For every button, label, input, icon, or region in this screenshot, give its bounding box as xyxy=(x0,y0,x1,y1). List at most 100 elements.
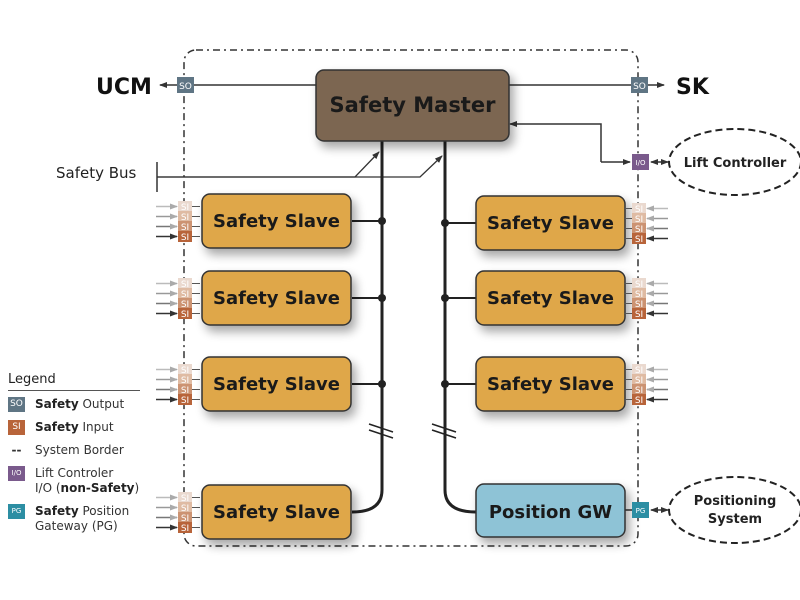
si-port xyxy=(178,492,192,503)
safety-slave-label: Safety Slave xyxy=(487,374,614,395)
sk-label: SK xyxy=(676,75,710,100)
svg-text:I/O: I/O xyxy=(636,159,646,167)
si-port xyxy=(632,203,646,214)
io-port: I/O xyxy=(632,154,649,170)
si-port-label: SI xyxy=(635,235,643,245)
legend-bold: Safety xyxy=(35,397,79,411)
si-port-label: SI xyxy=(181,524,189,534)
bus-break-left xyxy=(368,423,394,439)
si-port-label: SI xyxy=(181,280,189,290)
ucm-label: UCM xyxy=(96,75,152,100)
si-port-label: SI xyxy=(181,366,189,376)
legend-item-safety-input: SI Safety Input xyxy=(8,420,140,435)
si-port-label: SI xyxy=(181,300,189,310)
bus-trunk-right xyxy=(443,140,477,514)
legend-text: System Border xyxy=(35,443,124,457)
si-port xyxy=(178,364,192,375)
si-port xyxy=(632,213,646,224)
svg-text:SO: SO xyxy=(179,82,192,92)
si-port-label: SI xyxy=(635,225,643,235)
safety-bus-line-2 xyxy=(157,156,442,178)
positioning-system-label-1: Positioning xyxy=(694,494,777,509)
si-port xyxy=(178,278,192,289)
lift-io-icon: I/O xyxy=(8,466,25,481)
pg-port: PG xyxy=(632,502,649,518)
si-port xyxy=(632,384,646,395)
so-port-sk: SO xyxy=(631,77,648,93)
si-port-label: SI xyxy=(181,233,189,243)
si-port-label: SI xyxy=(181,504,189,514)
si-port-label: SI xyxy=(635,386,643,396)
position-gateway-icon: PG xyxy=(8,504,25,519)
si-port xyxy=(178,231,192,242)
bus-node xyxy=(441,380,449,388)
si-port-label: SI xyxy=(635,205,643,215)
safety-slave-right-1 xyxy=(475,195,626,251)
legend-item-safety-output: SO Safety Output xyxy=(8,397,140,412)
si-port-label: SI xyxy=(635,300,643,310)
bus-node xyxy=(378,380,386,388)
legend-text: Position xyxy=(78,504,130,518)
si-port xyxy=(178,211,192,222)
si-port xyxy=(178,394,192,405)
si-port-label: SI xyxy=(181,203,189,213)
safety-bus-label: Safety Bus xyxy=(56,164,137,182)
si-port xyxy=(178,288,192,299)
si-port-label: SI xyxy=(635,290,643,300)
legend-bold: non-Safety xyxy=(60,481,135,495)
position-gateway-label: Position GW xyxy=(489,502,612,523)
si-port xyxy=(178,522,192,533)
si-port-label: SI xyxy=(635,366,643,376)
svg-text:PG: PG xyxy=(636,507,646,515)
legend-text: ) xyxy=(134,481,140,495)
legend: Legend SO Safety Output SI Safety Input … xyxy=(8,372,140,542)
safety-slave-left-3 xyxy=(201,356,352,412)
si-port-label: SI xyxy=(635,376,643,386)
si-port xyxy=(178,201,192,212)
bus-node xyxy=(378,217,386,225)
safety-slave-label: Safety Slave xyxy=(487,288,614,309)
positioning-system-ellipse xyxy=(668,476,800,544)
so-port-ucm: SO xyxy=(177,77,194,93)
svg-text:SO: SO xyxy=(633,82,646,92)
safety-master-label: Safety Master xyxy=(330,93,497,117)
si-port xyxy=(178,374,192,385)
legend-title: Legend xyxy=(8,372,140,391)
safety-slave-left-2 xyxy=(201,270,352,326)
safety-slave-right-2 xyxy=(475,270,626,326)
si-port xyxy=(178,308,192,319)
safety-bus-line-1 xyxy=(157,151,380,178)
legend-item-system-border: -- System Border xyxy=(8,443,140,458)
si-port xyxy=(178,384,192,395)
si-port-label: SI xyxy=(181,213,189,223)
si-port-label: SI xyxy=(635,215,643,225)
position-gateway xyxy=(475,483,626,538)
safety-slave-label: Safety Slave xyxy=(213,211,340,232)
bus-node xyxy=(441,294,449,302)
legend-bold: Safety xyxy=(35,420,79,434)
si-port-label: SI xyxy=(635,396,643,406)
safety-input-icon: SI xyxy=(8,420,25,435)
si-port xyxy=(632,278,646,289)
bus-node xyxy=(378,294,386,302)
si-port-label: SI xyxy=(181,223,189,233)
si-port-label: SI xyxy=(181,494,189,504)
safety-output-icon: SO xyxy=(8,397,25,412)
safety-slave-label: Safety Slave xyxy=(487,213,614,234)
lift-controller-label: Lift Controller xyxy=(684,156,787,171)
si-port xyxy=(178,298,192,309)
si-port xyxy=(632,223,646,234)
si-port xyxy=(632,394,646,405)
legend-text: Lift Controler xyxy=(35,466,114,480)
si-port-label: SI xyxy=(635,280,643,290)
lift-controller-ellipse xyxy=(668,128,800,196)
safety-slave-label: Safety Slave xyxy=(213,502,340,523)
positioning-system-label-2: System xyxy=(708,512,762,527)
bus-break-right xyxy=(431,423,457,439)
si-port xyxy=(632,288,646,299)
